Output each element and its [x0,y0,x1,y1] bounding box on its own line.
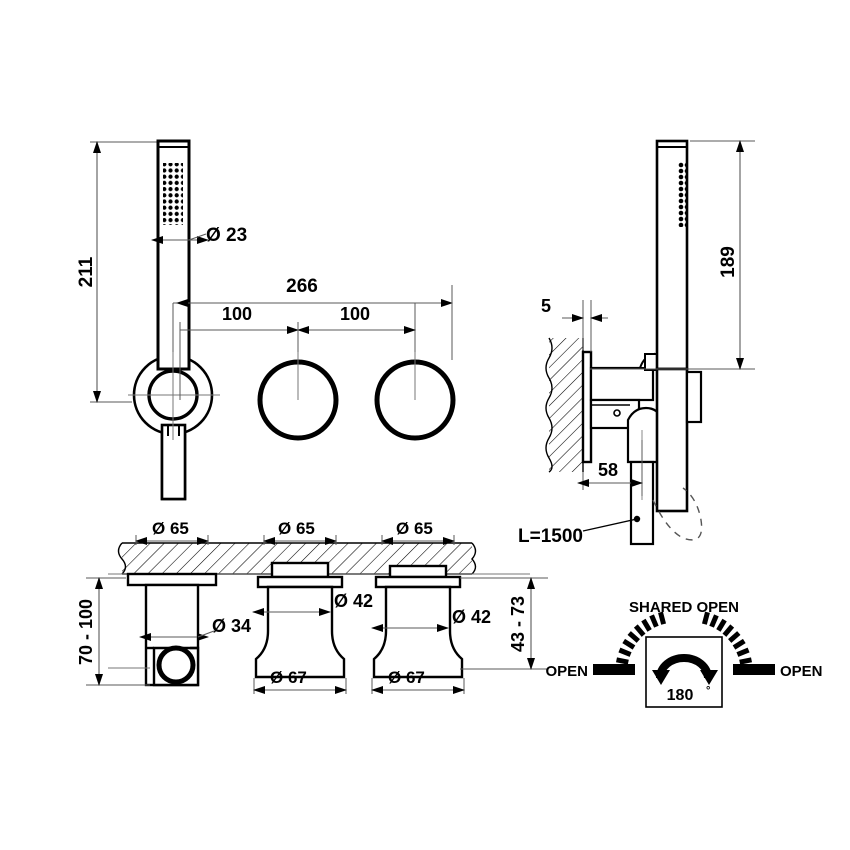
dim-100-left-label: 100 [222,304,252,324]
dim-43-73-label: 43 - 73 [508,596,528,652]
dim-58-label: 58 [598,460,618,480]
legend-open-bar-left [593,664,635,675]
legend-arc-left-ticks [615,611,667,673]
dim-dia65-3-label: Ø 65 [396,519,433,538]
dim-dia67-2-group: Ø 67 [371,668,465,694]
front-handle-ring-1 [257,352,339,441]
dim-dia65-1-group: Ø 65 [135,519,209,545]
dim-43-73-group: 43 - 73 [460,577,548,670]
dim-dia65-2-group: Ø 65 [263,519,337,545]
dim-211-label: 211 [76,256,97,287]
hose-length-group: L=1500 [518,515,641,547]
dim-dia42-2-group: Ø 42 [371,607,491,632]
dim-dia65-2-label: Ø 65 [278,519,315,538]
side-view-group: 189 5 58 L=1500 [518,139,755,547]
side-wall-section [545,337,584,473]
dim-189-group: 189 [590,140,755,370]
side-wall-plate [581,350,593,464]
shared-open-legend: SHARED OPEN OPEN O [545,599,823,708]
dim-5-label: 5 [541,296,551,316]
dim-70-100-group: 70 - 100 [76,577,150,686]
legend-open-right-label: OPEN [780,663,823,680]
legend-rotation-unit: ° [706,685,710,697]
dim-dia65-3-group: Ø 65 [381,519,455,545]
dim-100-left-group: 100 [179,304,299,400]
dim-dia67-1-group: Ø 67 [253,668,347,694]
handle-section-2 [372,564,464,679]
side-handshower [655,139,703,513]
dim-dia67-1-label: Ø 67 [270,668,307,687]
dim-100-right-label: 100 [340,304,370,324]
hose-dashed-path [652,487,703,541]
dim-dia23-group: Ø 23 [151,225,247,246]
dim-dia42-2-label: Ø 42 [452,607,491,627]
bottom-section-group: Ø 65 Ø 65 Ø 65 Ø 34 Ø 42 Ø 42 [76,519,548,694]
legend-open-left-label: OPEN [545,663,588,680]
dim-70-100-label: 70 - 100 [76,599,96,665]
shared-open-label: SHARED OPEN [629,599,739,616]
dim-dia23-label: Ø 23 [206,225,247,246]
dim-dia65-1-label: Ø 65 [152,519,189,538]
front-centre-marks [128,352,220,440]
dim-dia67-2-label: Ø 67 [388,668,425,687]
front-view-group: 211 [76,139,456,501]
front-handle-ring-2 [374,352,456,441]
legend-rotation-label: 180 [667,687,694,704]
dim-dia34-label: Ø 34 [212,616,251,636]
dim-58-group: 58 [577,440,643,496]
dim-dia34-group: Ø 34 [139,616,251,641]
dim-dia42-1-group: Ø 42 [252,591,373,616]
dim-189-label: 189 [718,246,739,278]
dim-5-group: 5 [541,296,608,352]
hose-length-label: L=1500 [518,526,583,547]
legend-arc-right-ticks [701,611,753,673]
dim-266-label: 266 [286,276,318,297]
rotation-180-icon [652,654,718,685]
dim-dia42-1-label: Ø 42 [334,591,373,611]
legend-open-bar-right [733,664,775,675]
handle-section-1 [254,561,346,679]
